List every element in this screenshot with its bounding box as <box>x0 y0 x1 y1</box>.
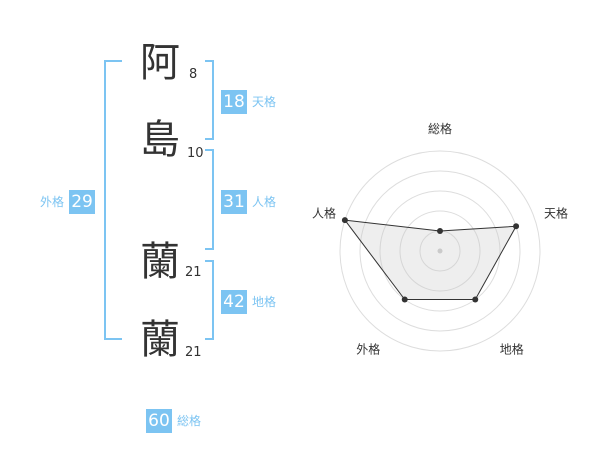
radar-axis-label-2: 天格 <box>544 205 568 220</box>
radar-data-area <box>343 219 517 301</box>
radar-grid-ring <box>359 170 521 332</box>
chikaku-bracket <box>205 260 214 340</box>
stroke-count-4: 21 <box>185 345 202 360</box>
tenkaku-bracket <box>205 60 214 140</box>
gaikaku-badge: 外格 29 <box>40 190 96 214</box>
radar-grid-ring <box>339 150 541 352</box>
name-char-1: 阿 <box>140 40 180 86</box>
radar-point-4 <box>401 296 408 303</box>
jinkaku-value: 31 <box>221 190 247 214</box>
radar-point-2 <box>513 223 520 230</box>
radar-grid <box>339 150 541 352</box>
soukaku-badge: 60 総格 <box>146 409 201 433</box>
tenkaku-label: 天格 <box>252 95 277 109</box>
tenkaku-badge: 18 天格 <box>221 90 276 114</box>
radar-point-1 <box>437 228 443 234</box>
name-char-3: 蘭 <box>140 239 180 285</box>
jinkaku-bracket <box>205 149 214 250</box>
soukaku-label: 総格 <box>177 414 202 428</box>
chikaku-label: 地格 <box>252 295 277 309</box>
radar-axis-label-5: 人格 <box>312 205 336 220</box>
radar-point-5 <box>341 217 348 224</box>
name-char-2: 島 <box>140 117 180 163</box>
gaikaku-bracket <box>104 60 122 340</box>
tenkaku-value: 18 <box>221 90 247 114</box>
stroke-count-2: 10 <box>187 146 204 161</box>
radar-axis-label-1: 総格 <box>428 121 452 136</box>
radar-grid-ring <box>379 190 501 312</box>
radar-data-points <box>341 217 520 303</box>
chikaku-badge: 42 地格 <box>221 290 276 314</box>
jinkaku-label: 人格 <box>252 195 277 209</box>
name-char-4: 蘭 <box>140 317 180 363</box>
radar-axis-label-3: 地格 <box>500 342 524 357</box>
gaikaku-value: 29 <box>69 190 96 214</box>
jinkaku-badge: 31 人格 <box>221 190 276 214</box>
stroke-count-3: 21 <box>185 265 202 280</box>
stroke-count-1: 8 <box>189 67 198 82</box>
soukaku-value: 60 <box>146 409 172 433</box>
radar-center-dot <box>437 248 443 254</box>
radar-grid-ring <box>399 210 481 292</box>
radar-axis-label-4: 外格 <box>356 342 380 357</box>
chikaku-value: 42 <box>221 290 247 314</box>
radar-point-3 <box>472 296 479 303</box>
gaikaku-label: 外格 <box>40 195 65 209</box>
